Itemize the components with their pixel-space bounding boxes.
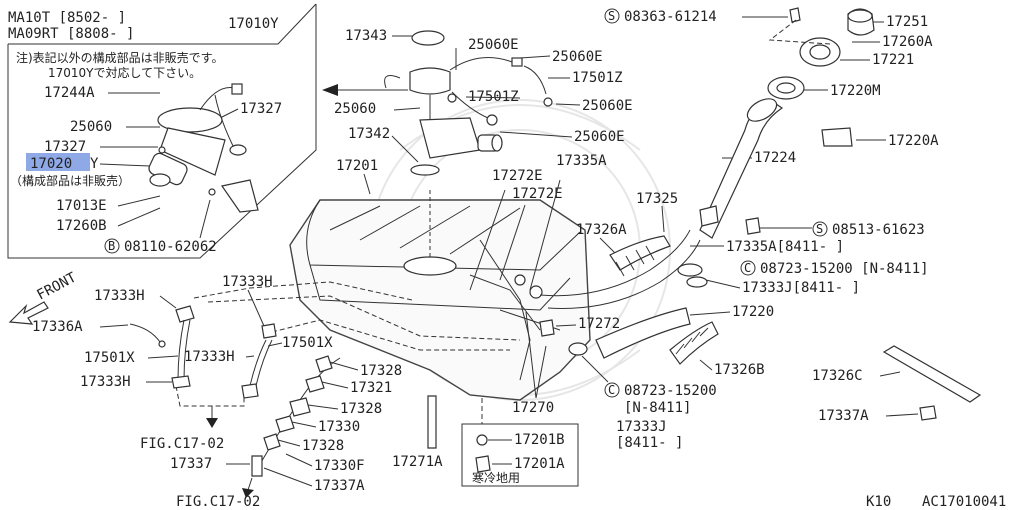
c-circle-icon-a xyxy=(740,260,756,276)
label-17201[interactable]: 17201 xyxy=(336,158,378,174)
sender-unit-drawing xyxy=(384,48,581,176)
label-17020[interactable]: 17020 xyxy=(30,156,72,172)
model-line-2: MA09RT [8808- ] xyxy=(8,26,134,42)
label-17325[interactable]: 17325 xyxy=(636,191,678,207)
label-08723-15200-b-range: [N-8411] xyxy=(624,400,691,416)
label-08513-61623[interactable]: 08513-61623 xyxy=(832,222,925,238)
front-direction-arrow: FRONT xyxy=(8,269,80,325)
label-17328-a[interactable]: 17328 xyxy=(360,363,402,379)
label-17333H-d[interactable]: 17333H xyxy=(80,374,131,390)
b-circle-letter: B xyxy=(108,239,115,253)
label-17343[interactable]: 17343 xyxy=(345,28,387,44)
label-cold-region: 寒冷地用 xyxy=(472,470,520,485)
label-17220[interactable]: 17220 xyxy=(732,304,774,320)
label-17328-b[interactable]: 17328 xyxy=(340,401,382,417)
label-17335A-range[interactable]: 17335A[8411- ] xyxy=(726,239,844,255)
c-circle-icon-b xyxy=(604,382,620,398)
fig-ref-a[interactable]: FIG.C17-02 xyxy=(140,436,224,452)
label-17221[interactable]: 17221 xyxy=(872,52,914,68)
front-label: FRONT xyxy=(34,269,79,303)
label-08723-15200-b[interactable]: 08723-15200 xyxy=(624,383,717,399)
label-17333J-b-range: [8411- ] xyxy=(616,435,683,451)
label-17321[interactable]: 17321 xyxy=(350,380,392,396)
label-17501Z-a[interactable]: 17501Z xyxy=(572,70,623,86)
label-17270[interactable]: 17270 xyxy=(512,400,554,416)
label-17327-bottom[interactable]: 17327 xyxy=(44,139,86,155)
label-25060E-b[interactable]: 25060E xyxy=(552,49,603,65)
label-17501Z-b[interactable]: 17501Z xyxy=(468,89,519,105)
label-25060-inset[interactable]: 25060 xyxy=(70,119,112,135)
label-17333J-a[interactable]: 17333J[8411- ] xyxy=(742,280,860,296)
label-25060-main[interactable]: 25060 xyxy=(334,101,376,117)
label-17272[interactable]: 17272 xyxy=(578,316,620,332)
c-circle-letter-a: C xyxy=(744,261,751,275)
highlight-17020 xyxy=(26,153,90,171)
fuel-tank-drawing xyxy=(289,179,591,401)
inset-pointer-arrow xyxy=(322,84,408,96)
label-17337A-right[interactable]: 17337A xyxy=(818,408,869,424)
label-17328-c[interactable]: 17328 xyxy=(302,438,344,454)
heat-insulator-drawing xyxy=(882,345,982,403)
label-17260B[interactable]: 17260B xyxy=(56,218,107,234)
label-17020-suffix: Y xyxy=(90,156,99,172)
label-17272E-a[interactable]: 17272E xyxy=(492,168,543,184)
label-08110-62062[interactable]: 08110-62062 xyxy=(124,239,217,255)
lower-lines-drawing xyxy=(129,281,521,498)
label-17013E[interactable]: 17013E xyxy=(56,198,107,214)
label-17272E-b[interactable]: 17272E xyxy=(512,186,563,202)
inset-box: 17010Y 注)表記以外の構成部品は非販売です。 17010Yで対応して下さい… xyxy=(7,3,317,259)
label-17333J-b[interactable]: 17333J xyxy=(616,419,667,435)
label-17335A[interactable]: 17335A xyxy=(556,153,607,169)
hoses-drawing xyxy=(539,229,719,365)
s-circle-letter-mid: S xyxy=(816,222,823,236)
label-17327-top[interactable]: 17327 xyxy=(240,101,282,117)
s-circle-icon-mid xyxy=(812,221,828,237)
fuel-pump-assembly-drawing xyxy=(148,83,259,213)
label-25060E-c[interactable]: 25060E xyxy=(582,98,633,114)
label-17201A[interactable]: 17201A xyxy=(514,456,565,472)
label-17336A[interactable]: 17336A xyxy=(32,319,83,335)
footer-section: K10 xyxy=(866,494,891,510)
label-17326A[interactable]: 17326A xyxy=(576,222,627,238)
label-17271A[interactable]: 17271A xyxy=(392,454,443,470)
label-17333H-a[interactable]: 17333H xyxy=(94,288,145,304)
label-17330[interactable]: 17330 xyxy=(318,419,360,435)
label-08723-15200-a[interactable]: 08723-15200 [N-8411] xyxy=(760,261,929,277)
inset-note-line-2: 17010Yで対応して下さい。 xyxy=(48,66,201,80)
label-17244A[interactable]: 17244A xyxy=(44,85,95,101)
model-line-1: MA10T [8502- ] xyxy=(8,10,126,26)
label-17220A[interactable]: 17220A xyxy=(888,133,939,149)
label-17333H-b[interactable]: 17333H xyxy=(222,274,273,290)
label-17224[interactable]: 17224 xyxy=(754,150,796,166)
footer-code: AC17010041 xyxy=(922,494,1006,510)
label-25060E-d[interactable]: 25060E xyxy=(574,129,625,145)
label-17326B[interactable]: 17326B xyxy=(714,362,765,378)
inset-not-sold-note: （構成部品は非販売） xyxy=(10,173,130,188)
label-17330F[interactable]: 17330F xyxy=(314,458,365,474)
label-17251[interactable]: 17251 xyxy=(886,14,928,30)
gasket-17343 xyxy=(411,30,445,46)
s-circle-letter-top: S xyxy=(608,9,615,23)
cold-region-box: 17201B 17201A 寒冷地用 xyxy=(461,398,579,487)
inset-assembly-number: 17010Y xyxy=(228,16,279,32)
label-17220M[interactable]: 17220M xyxy=(830,83,881,99)
inset-note-line-1: 注)表記以外の構成部品は非販売です。 xyxy=(16,50,223,65)
filler-neck-drawing xyxy=(699,8,875,239)
s-circle-icon-top xyxy=(604,8,620,24)
label-17501X-b[interactable]: 17501X xyxy=(282,335,333,351)
fig-ref-b[interactable]: FIG.C17-02 xyxy=(176,494,260,510)
label-17201B[interactable]: 17201B xyxy=(514,432,565,448)
b-circle-icon xyxy=(104,238,120,254)
label-17337[interactable]: 17337 xyxy=(170,456,212,472)
label-17326C[interactable]: 17326C xyxy=(812,368,863,384)
label-17333H-c[interactable]: 17333H xyxy=(184,349,235,365)
label-17337A-left[interactable]: 17337A xyxy=(314,478,365,494)
label-17501X-a[interactable]: 17501X xyxy=(84,350,135,366)
label-08363-61214[interactable]: 08363-61214 xyxy=(624,9,717,25)
label-25060E-a[interactable]: 25060E xyxy=(468,37,519,53)
c-circle-letter-b: C xyxy=(608,383,615,397)
label-17260A[interactable]: 17260A xyxy=(882,34,933,50)
label-17342[interactable]: 17342 xyxy=(348,126,390,142)
